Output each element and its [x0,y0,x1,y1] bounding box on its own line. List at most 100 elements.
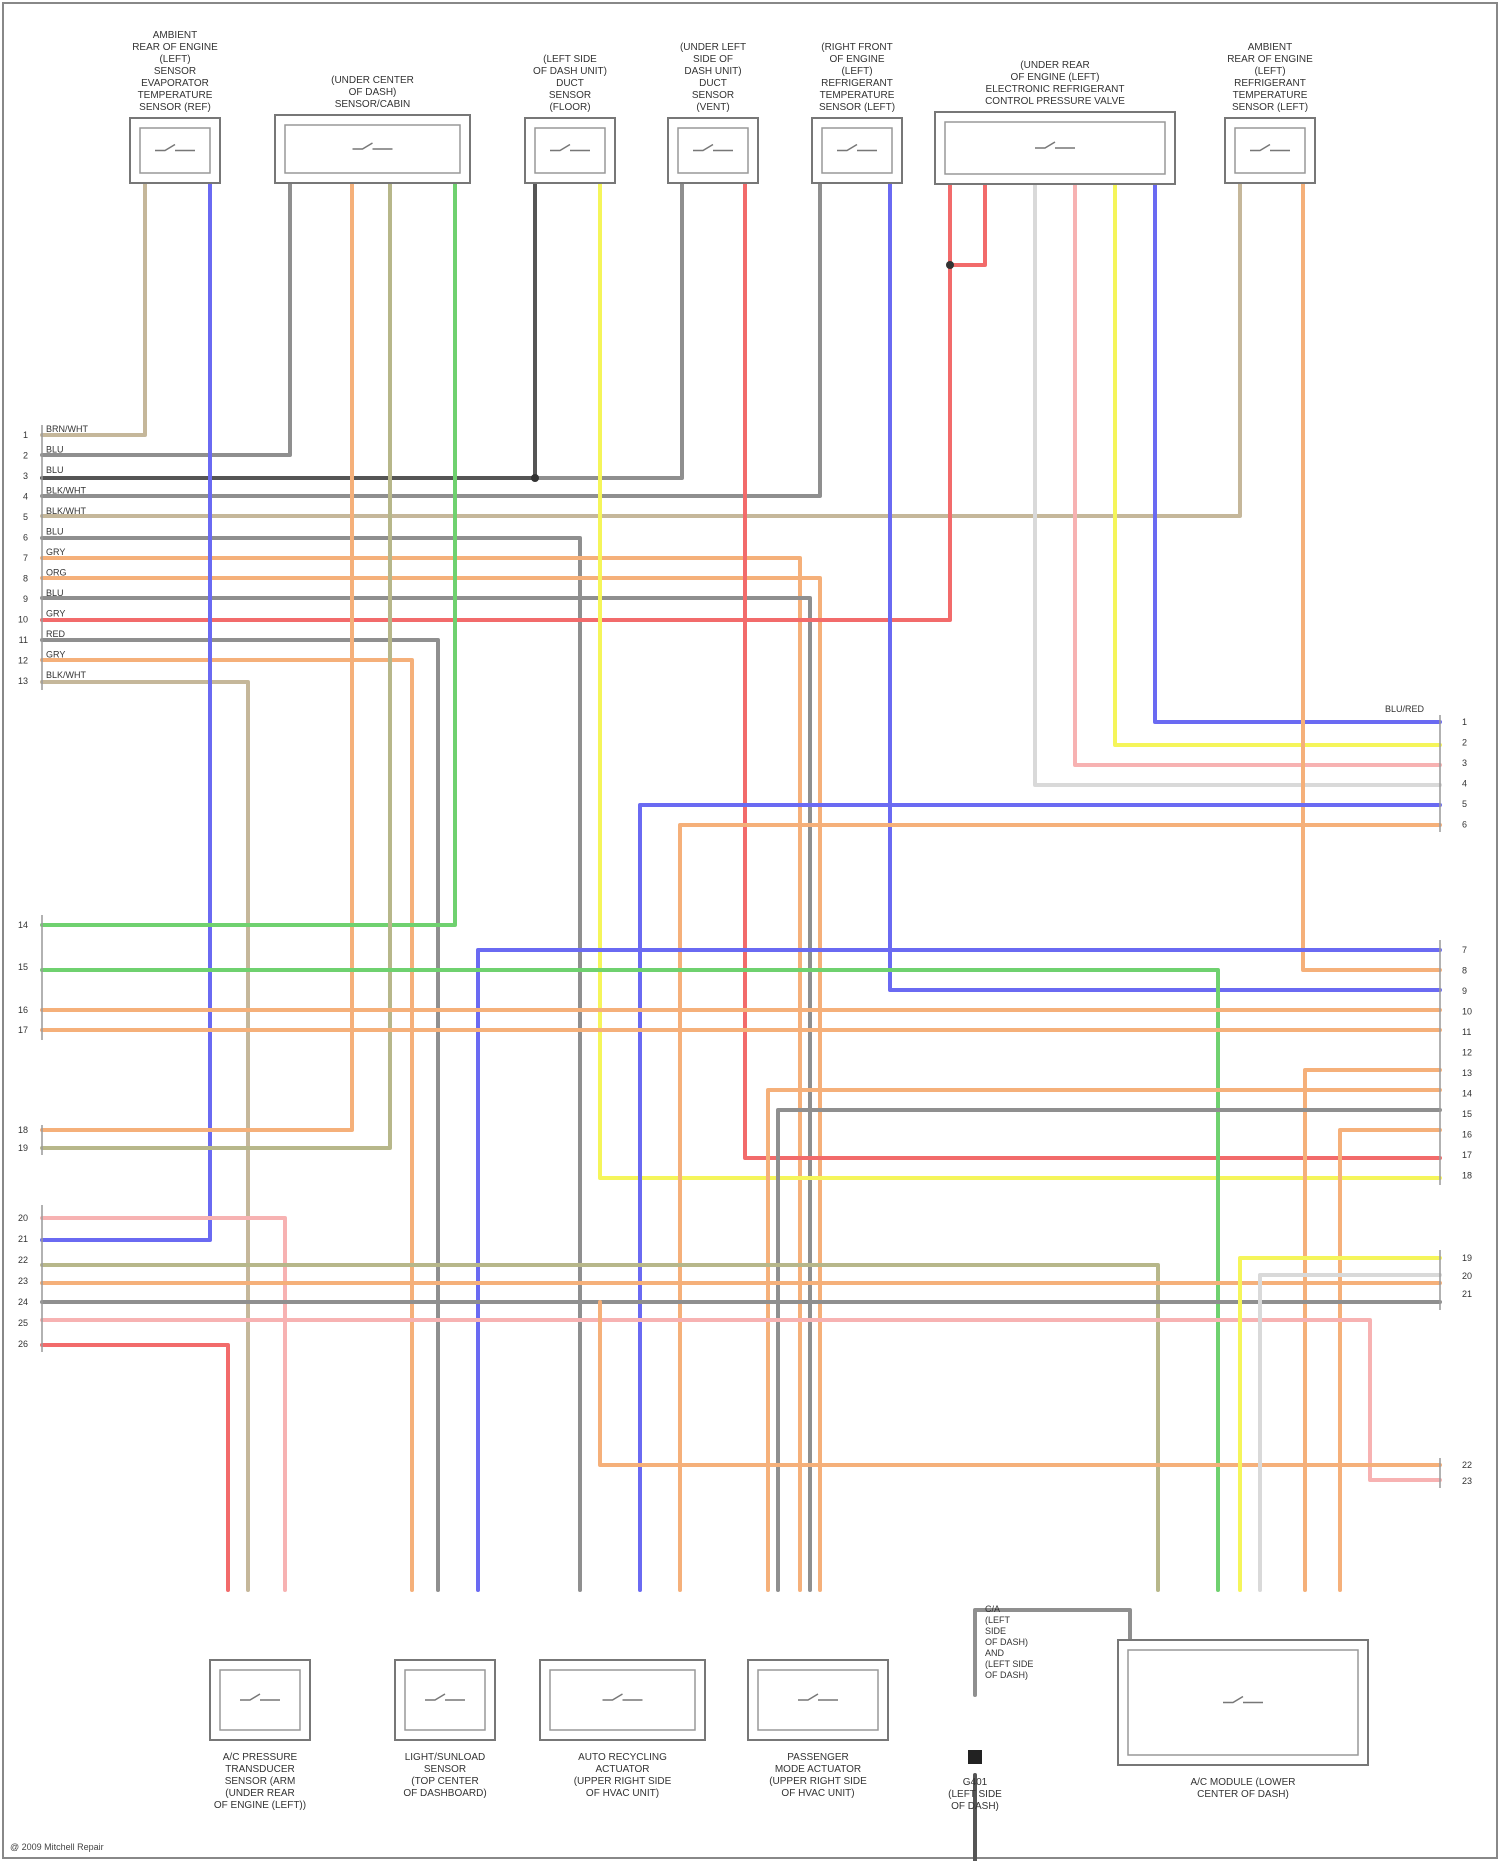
wire-ambient-org [1303,180,1440,970]
top-component-3-caption-line: (FLOOR) [549,102,590,113]
right-pin-labels: 1234567891011121314151617181920212223 [1462,717,1472,1486]
top-component-1-caption-line: TEMPERATURE [138,90,213,101]
top-component-5 [812,118,902,183]
splice-note: C/A(LEFTSIDEOF DASH)AND(LEFT SIDEOF DASH… [985,1604,1033,1680]
bottom-component-6-caption-line: CENTER OF DASH) [1197,1789,1289,1800]
wire-valve-wht [1035,180,1440,785]
wire-left-1 [42,180,145,435]
top-component-2-caption-line: OF DASH) [349,87,397,98]
left-pin: 7 [23,553,28,563]
left-pin: 9 [23,594,28,604]
wire-blu-main [42,180,210,1240]
wire-left-2 [42,180,290,455]
left-pin: 2 [23,451,28,461]
splice-dot [946,261,954,269]
left-pin: 16 [18,1005,28,1015]
right-pin: 10 [1462,1007,1472,1017]
bottom-component-1-caption-line: A/C PRESSURE [223,1752,298,1763]
top-component-4-caption-line: SENSOR [692,90,734,101]
left-wire-label: BLK/WHT [46,506,87,516]
bottom-component-4-caption-line: MODE ACTUATOR [775,1764,861,1775]
bottom-component-1-caption-line: SENSOR (ARM [225,1776,296,1787]
wire-left-4 [42,180,820,496]
top-component-1-caption-line: EVAPORATOR [141,78,209,89]
wire-org-sensor2 [42,180,352,1130]
wire-left-13 [42,682,248,1590]
top-component-6-caption-line: ELECTRONIC REFRIGERANT [986,84,1125,95]
right-pin: 6 [1462,820,1467,830]
wire-org-r13 [1305,1070,1440,1590]
top-component-4-caption-line: DASH UNIT) [684,66,741,77]
right-pin: 14 [1462,1089,1472,1099]
left-pin: 5 [23,512,28,522]
top-component-4-caption-line: (VENT) [696,102,729,113]
top-component-1-caption-line: AMBIENT [153,30,197,41]
right-pin: 9 [1462,986,1467,996]
wire-org-lower [600,1302,1440,1465]
splice-note-line: (LEFT [985,1615,1011,1625]
top-component-1-caption-line: SENSOR [154,66,196,77]
splice-note-line: SIDE [985,1626,1006,1636]
right-pin: 15 [1462,1109,1472,1119]
wire-pnk-l26 [42,1320,1440,1480]
left-pin: 22 [18,1255,28,1265]
wire-blu-r5 [640,805,1440,1590]
right-pin: 21 [1462,1289,1472,1299]
left-pin: 4 [23,492,28,502]
right-pin: 3 [1462,758,1467,768]
bottom-component-3 [540,1660,705,1740]
wire-valve-red2 [950,180,985,265]
left-wire-label: BLU [46,527,64,537]
left-wire-label: GRY [46,650,65,660]
top-component-1-caption-line: REAR OF ENGINE [132,42,218,53]
left-wire-label: GRY [46,609,65,619]
top-component-1-caption-line: SENSOR (REF) [139,102,211,113]
bottom-component-3-caption-line: AUTO RECYCLING [578,1752,667,1763]
top-component-1-caption-line: (LEFT) [159,54,190,65]
bottom-component-6-caption-line: A/C MODULE (LOWER [1190,1777,1295,1788]
top-component-6 [935,112,1175,184]
right-pin: 12 [1462,1048,1472,1058]
wire-gry-sensor2 [42,180,390,1148]
top-component-7 [1225,118,1315,183]
bottom-component-1-caption-line: (UNDER REAR [225,1788,294,1799]
bottom-component-3-caption-line: ACTUATOR [595,1764,649,1775]
top-component-6-caption-line: (UNDER REAR [1020,60,1089,71]
bottom-component-3-caption-line: (UPPER RIGHT SIDE [574,1776,672,1787]
top-component-3 [525,118,615,183]
top-component-1 [130,118,220,183]
right-pin: 11 [1462,1027,1471,1037]
right-pin: 19 [1462,1253,1472,1263]
right-pin: 18 [1462,1171,1472,1181]
wire-valve-pnk [1075,180,1440,765]
left-pin: 14 [18,920,28,930]
top-component-6-caption-line: CONTROL PRESSURE VALVE [985,96,1125,107]
wire-left-9 [42,598,810,1590]
right-pin: 5 [1462,799,1467,809]
wire-org-r16 [1340,1130,1440,1590]
left-wire-label: GRY [46,547,65,557]
left-pin: 13 [18,676,28,686]
left-pin: 21 [18,1234,28,1244]
left-pin: 23 [18,1276,28,1286]
left-wire-label: BLU [46,588,64,598]
top-component-5-caption-line: SENSOR (LEFT) [819,102,895,113]
left-wire-label: RED [46,629,66,639]
left-pin: 1 [23,430,28,440]
top-component-2 [275,115,470,183]
right-pin: 1 [1462,717,1467,727]
right-pin: 8 [1462,966,1467,976]
wire-left-11 [42,640,438,1590]
top-component-3-caption-line: OF DASH UNIT) [533,66,607,77]
left-pin: 17 [18,1025,28,1035]
bottom-component-3-caption-line: OF HVAC UNIT) [586,1788,659,1799]
top-component-7-caption-line: SENSOR (LEFT) [1232,102,1308,113]
left-pin: 24 [18,1297,28,1307]
wire-left-8 [42,578,820,1590]
left-wire-label: BLK/WHT [46,486,87,496]
top-component-4-caption-line: DUCT [699,78,727,89]
right-pin: 22 [1462,1460,1472,1470]
ground-caption-line: OF DASH) [951,1801,999,1812]
top-component-3-caption-line: (LEFT SIDE [543,54,597,65]
wire-left-3b [535,180,682,478]
